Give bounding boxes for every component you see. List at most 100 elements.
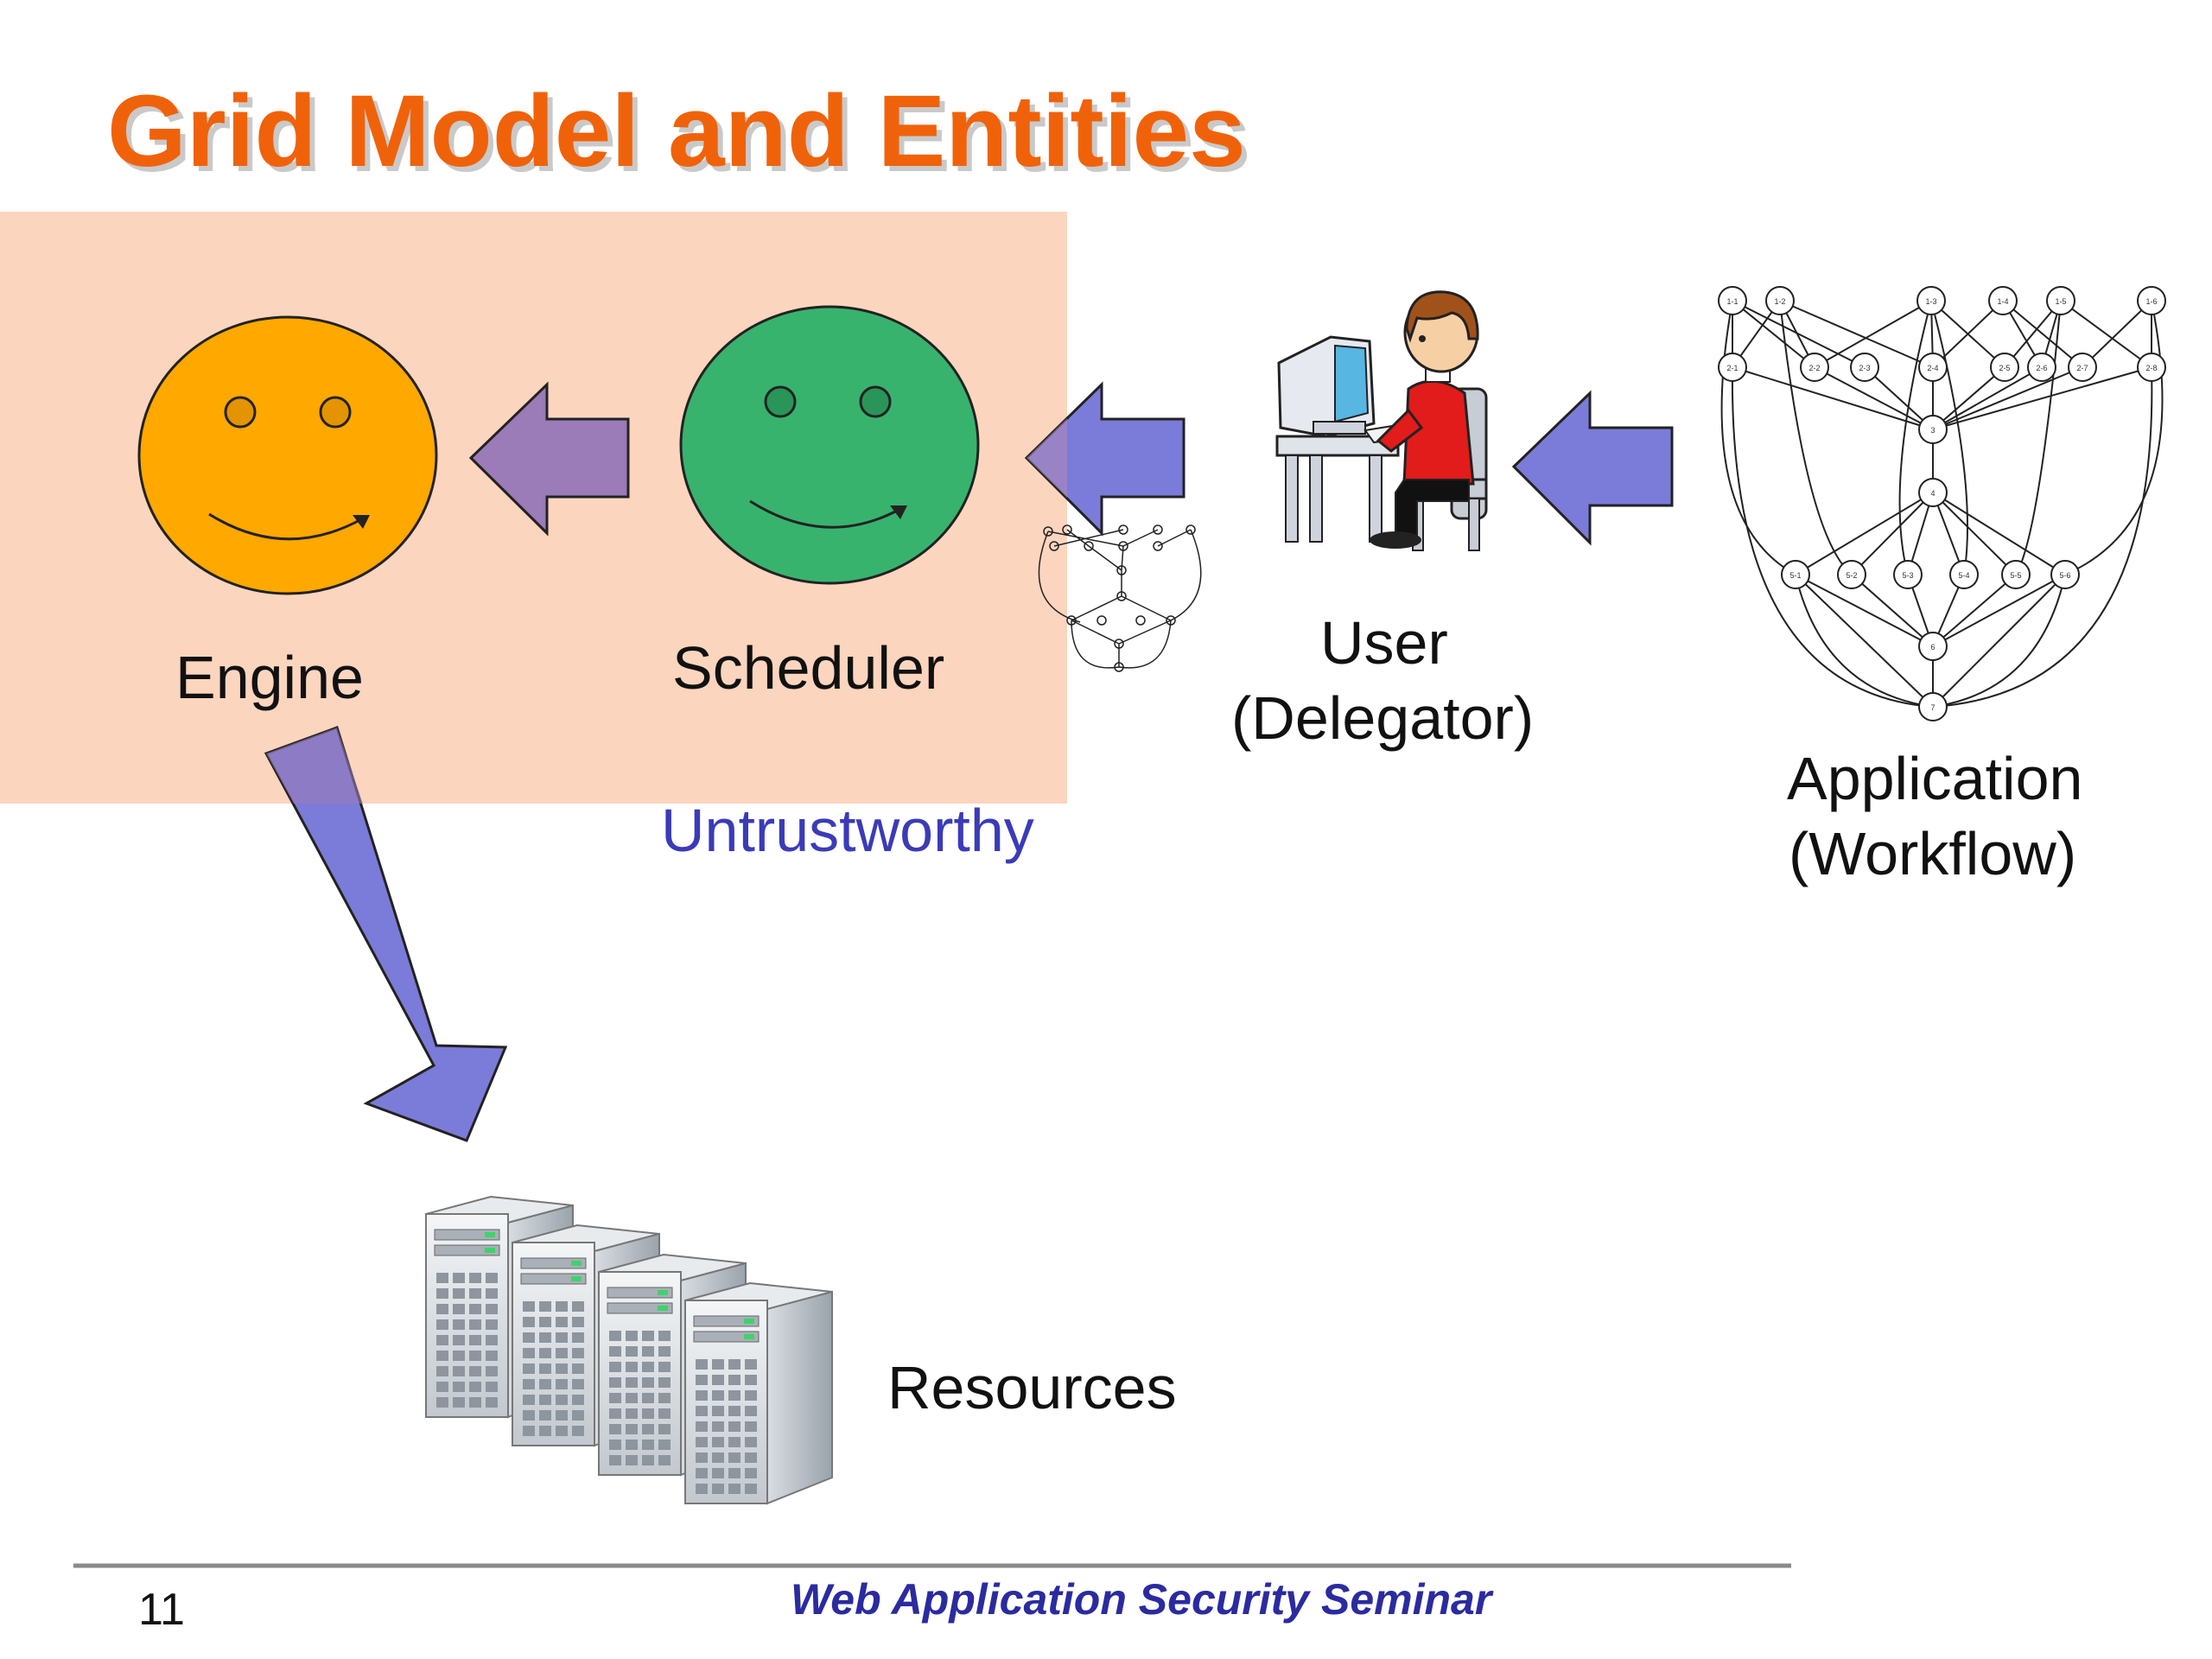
workflow-node-label: 5-5: [2010, 571, 2021, 580]
workflow-edge: [1795, 574, 1934, 708]
workflow-edge: [1851, 492, 1934, 575]
workflow-node-label: 2-4: [1927, 364, 1938, 372]
workflow-node-label: 7: [1930, 703, 1935, 712]
workflow-node: 5-3: [1893, 560, 1923, 589]
workflow-node: 2-8: [2137, 353, 2166, 382]
workflow-edge: [1932, 366, 2043, 430]
server-unit: [684, 1281, 833, 1505]
application-label-line1: Application: [1787, 745, 2082, 812]
workflow-node-label: 1-1: [1726, 297, 1738, 306]
workflow-edge: [1932, 366, 2152, 430]
workflow-node-label: 2-2: [1808, 364, 1820, 372]
slide-title-group: Grid Model and Entities Grid Model and E…: [107, 74, 1251, 194]
workflow-node: 4: [1918, 478, 1948, 507]
server-rack-icon: [425, 1195, 833, 1505]
workflow-edge: [1732, 300, 1815, 368]
workflow-edge: [1932, 492, 2066, 575]
engine-smiley-icon: [137, 315, 438, 595]
workflow-node-label: 1-4: [1997, 297, 2008, 306]
workflow-node-label: 5-2: [1846, 571, 1857, 580]
resources-label: Resources: [887, 1354, 1177, 1421]
footer-seminar-title: Web Application Security Seminar: [791, 1575, 1494, 1624]
workflow-node-label: 5-4: [1958, 571, 1969, 580]
title-shadow: Grid Model and Entities: [112, 79, 1251, 194]
workflow-edge: [1932, 574, 2066, 708]
workflow-node: 1-1: [1718, 286, 1747, 315]
workflow-node-label: 1-6: [2145, 297, 2157, 306]
workflow-node-label: 2-3: [1859, 364, 1870, 372]
workflow-node: 5-2: [1837, 560, 1866, 589]
application-label-line2: (Workflow): [1789, 820, 2076, 887]
workflow-edge: [1795, 574, 1934, 647]
workflow-node: 1-5: [2046, 286, 2075, 315]
workflow-node-label: 2-7: [2076, 364, 2088, 372]
workflow-node: 2-2: [1800, 353, 1829, 382]
untrustworthy-label: Untrustworthy: [661, 797, 1034, 864]
workflow-edge: [1898, 300, 1932, 575]
user-at-computer-icon: [1275, 290, 1488, 551]
user-label-line2: (Delegator): [1231, 684, 1534, 752]
workflow-edge: [1779, 300, 1934, 368]
workflow-node: 1-6: [2137, 286, 2166, 315]
scheduler-label: Scheduler: [672, 634, 944, 702]
slide-title: Grid Model and Entities: [107, 74, 1246, 188]
workflow-node-label: 1-2: [1774, 297, 1785, 306]
workflow-node: 2-6: [2027, 353, 2056, 382]
workflow-edge: [2082, 300, 2152, 368]
workflow-edge: [1731, 366, 1934, 708]
workflow-edge: [1814, 366, 1934, 430]
workflow-edge: [1932, 366, 2005, 430]
arrow-resources-overlap-tint: [266, 728, 363, 804]
workflow-edge: [2060, 300, 2152, 368]
workflow-node: 3: [1918, 415, 1948, 444]
workflow-graph-icon: 3 4 6 7 1-1 1-2 1-3 1-4 1-5 1-6 2-1 2-2 2-3 2-4 2-5 2-6…: [1718, 286, 2166, 721]
arrow-to-engine: [468, 381, 630, 537]
workflow-node-label: 1-3: [1925, 297, 1936, 306]
workflow-node-label: 4: [1930, 489, 1935, 498]
workflow-node: 7: [1918, 692, 1948, 721]
workflow-node: 5-4: [1949, 560, 1979, 589]
small-workflow-icon: [1038, 524, 1202, 672]
workflow-node-label: 3: [1930, 426, 1935, 435]
workflow-edge: [2002, 300, 2083, 368]
workflow-edge: [1814, 300, 1932, 368]
workflow-node: 2-7: [2068, 353, 2097, 382]
workflow-edge: [1732, 300, 1866, 368]
workflow-edge: [1864, 366, 1934, 430]
workflow-node-label: 5-6: [2059, 571, 2070, 580]
arrow-overlap-tint: [1027, 418, 1067, 498]
workflow-edge: [1930, 300, 1968, 575]
workflow-node: 1-3: [1916, 286, 1946, 315]
workflow-node: 1-2: [1765, 286, 1795, 315]
workflow-node-label: 6: [1930, 643, 1935, 652]
workflow-edge: [1732, 366, 1934, 430]
user-label-line1: User: [1320, 609, 1448, 677]
arrow-to-user: [1511, 390, 1674, 546]
workflow-edge: [1795, 492, 1934, 575]
page-number: 11: [138, 1585, 185, 1635]
workflow-edge: [2015, 300, 2062, 575]
workflow-node: 2-1: [1718, 353, 1747, 382]
workflow-node-label: 2-1: [1726, 364, 1738, 372]
workflow-edge: [1932, 574, 2066, 708]
workflow-node: 5-6: [2050, 560, 2080, 589]
engine-label: Engine: [175, 644, 364, 711]
workflow-node-label: 2-5: [1999, 364, 2010, 372]
workflow-edge: [1932, 574, 2066, 647]
workflow-node-label: 1-5: [2055, 297, 2066, 306]
workflow-node: 2-5: [1990, 353, 2019, 382]
workflow-node: 5-5: [2001, 560, 2031, 589]
workflow-edge: [1779, 300, 1853, 575]
workflow-node: 5-1: [1781, 560, 1810, 589]
workflow-node: 2-3: [1850, 353, 1879, 382]
workflow-edge: [1795, 574, 1934, 708]
workflow-edge: [1851, 574, 1934, 647]
workflow-node-label: 2-6: [2036, 364, 2047, 372]
workflow-node: 1-4: [1988, 286, 2018, 315]
workflow-node-label: 5-3: [1902, 571, 1913, 580]
workflow-node: 6: [1918, 632, 1948, 661]
workflow-edge: [1932, 492, 2017, 575]
workflow-node: 2-4: [1918, 353, 1948, 382]
scheduler-smiley-icon: [679, 305, 980, 585]
